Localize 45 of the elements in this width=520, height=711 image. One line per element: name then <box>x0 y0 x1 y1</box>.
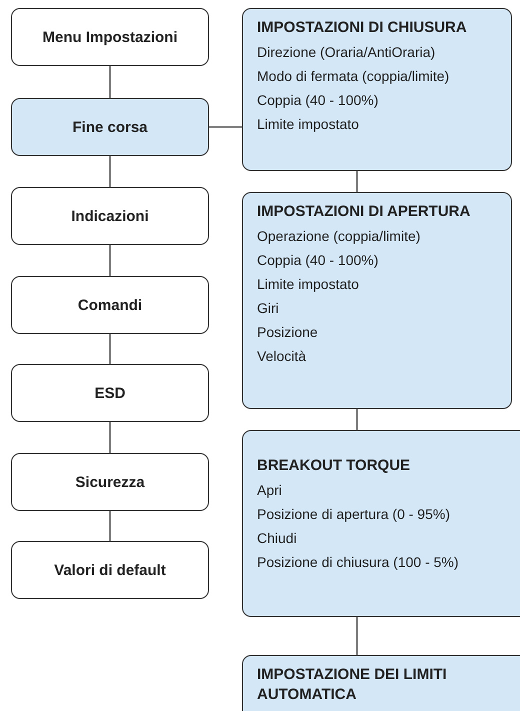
settings-panel <box>242 192 512 409</box>
connector-line <box>209 126 242 128</box>
menu-box <box>11 187 209 245</box>
setting-item: Limite impostato <box>257 275 360 294</box>
connector-line <box>356 171 358 192</box>
connector-line <box>356 617 358 655</box>
connector-line <box>109 66 111 98</box>
connector-line <box>109 511 111 541</box>
connector-line <box>109 245 111 276</box>
setting-item: Chiudi <box>257 529 298 548</box>
connector-line <box>109 422 111 453</box>
panel-heading: IMPOSTAZIONE DEI LIMITI AUTOMATICA <box>257 665 448 705</box>
menu-label: Valori di default <box>54 562 166 578</box>
menu-label: Fine corsa <box>72 118 148 136</box>
menu-box <box>11 453 209 511</box>
settings-panel <box>242 8 512 171</box>
menu-label: Comandi <box>78 296 142 314</box>
setting-item: Operazione (coppia/limite) <box>257 227 422 246</box>
panel-heading: IMPOSTAZIONI DI CHIUSURA <box>257 18 468 38</box>
menu-label: ESD <box>94 384 126 402</box>
panel-heading: BREAKOUT TORQUE <box>257 456 412 476</box>
menu-label: Indicazioni <box>71 208 149 224</box>
setting-item: Posizione di apertura (0 - 95%) <box>257 505 451 524</box>
setting-item: Velocità <box>257 347 308 366</box>
setting-item: Coppia (40 - 100%) <box>257 91 380 110</box>
setting-item: Apri <box>257 481 283 500</box>
menu-box <box>11 276 209 334</box>
menu-box <box>11 8 209 66</box>
menu-box <box>11 98 209 156</box>
menu-label: Sicurezza <box>75 474 145 490</box>
setting-item: Giri <box>257 299 280 318</box>
menu-box <box>11 364 209 422</box>
menu-label: Menu Impostazioni <box>42 28 178 46</box>
menu-box <box>11 541 209 599</box>
setting-item: Direzione (Oraria/AntiOraria) <box>257 43 436 62</box>
setting-item: Limite impostato <box>257 115 360 134</box>
setting-item: Coppia (40 - 100%) <box>257 251 380 270</box>
setting-item: Posizione <box>257 323 319 342</box>
setting-item: Posizione di chiusura (100 - 5%) <box>257 553 460 572</box>
connector-line <box>356 409 358 430</box>
setting-item: Modo di fermata (coppia/limite) <box>257 67 450 86</box>
settings-panel <box>242 430 520 617</box>
panel-heading: IMPOSTAZIONI DI APERTURA <box>257 202 472 222</box>
connector-line <box>109 156 111 187</box>
connector-line <box>109 334 111 364</box>
